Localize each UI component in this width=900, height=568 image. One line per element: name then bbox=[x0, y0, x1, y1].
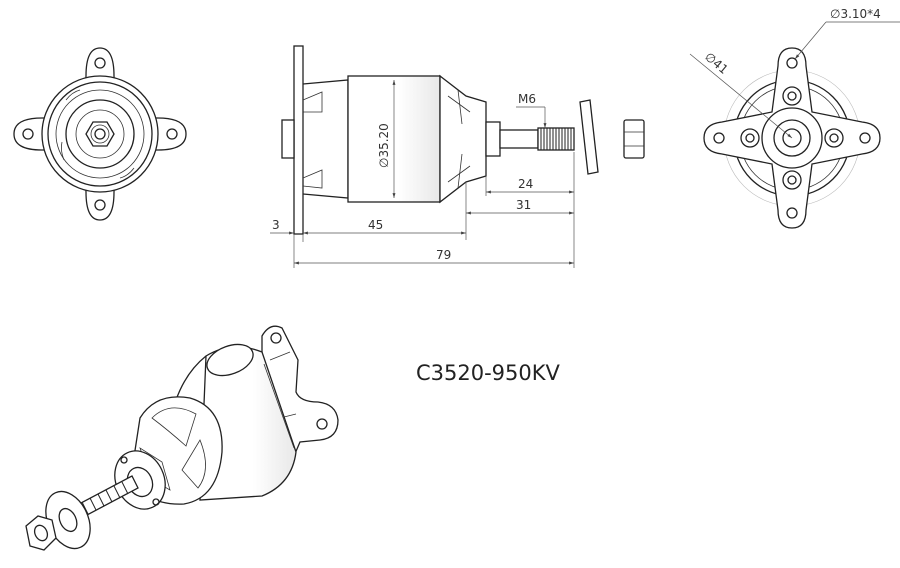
diameter-symbol-holes: ∅ bbox=[830, 7, 840, 21]
body-length-label: 45 bbox=[368, 218, 383, 232]
diameter-symbol: ∅ bbox=[377, 158, 391, 168]
body-diameter-value: 35.20 bbox=[377, 123, 391, 157]
model-label: C3520-950KV bbox=[416, 361, 561, 385]
thread-lines bbox=[540, 128, 572, 150]
svg-text:∅3.10*4: ∅3.10*4 bbox=[830, 7, 881, 21]
mount-thickness-label: 3 bbox=[272, 218, 280, 232]
svg-text:∅35.20: ∅35.20 bbox=[377, 123, 391, 168]
thread-size-label: M6 bbox=[518, 92, 536, 106]
mount-end-view: ∅41 ∅3.10*4 bbox=[689, 7, 900, 229]
overall-length-label: 79 bbox=[436, 248, 451, 262]
shaft-length-31-label: 31 bbox=[516, 198, 531, 212]
shaft-length-24-label: 24 bbox=[518, 177, 533, 191]
side-view: ∅35.20 M6 24 31 3 45 79 bbox=[270, 45, 645, 268]
mount-holes-value: 3.10*4 bbox=[840, 7, 880, 21]
svg-text:∅41: ∅41 bbox=[702, 50, 731, 77]
isometric-view bbox=[25, 325, 339, 551]
front-end-view bbox=[13, 47, 187, 221]
